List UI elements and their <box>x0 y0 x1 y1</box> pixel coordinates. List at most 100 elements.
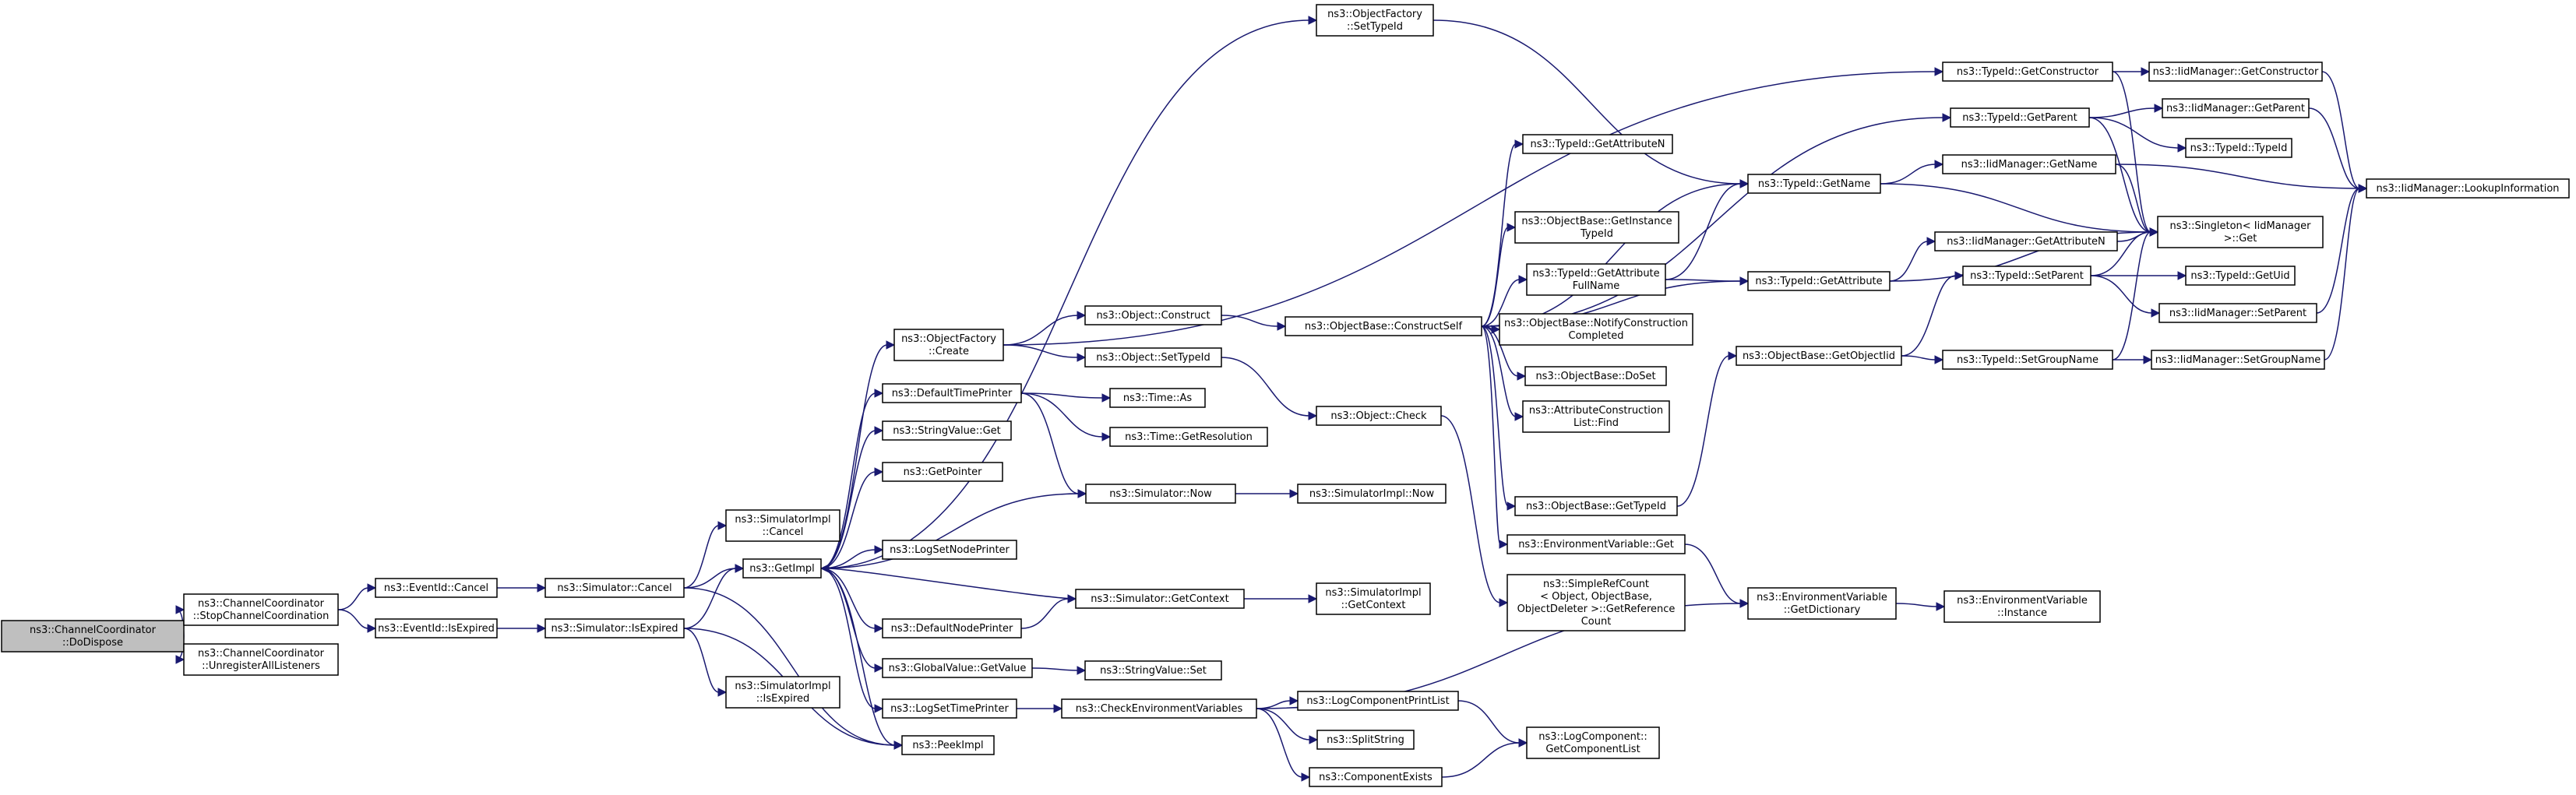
edge-line <box>2308 107 2360 189</box>
function-node[interactable]: ns3::TypeId::SetParent <box>1962 266 2091 286</box>
function-node[interactable]: ns3::Simulator::IsExpired <box>544 618 685 638</box>
edge-line <box>1665 279 1742 282</box>
call-edge <box>1020 392 1112 403</box>
function-node[interactable]: ns3::ChannelCoordinator::UnregisterAllLi… <box>183 643 339 676</box>
function-node[interactable]: ns3::SimulatorImpl::Now <box>1297 484 1447 504</box>
function-node[interactable]: ns3::Time::GetResolution <box>1109 427 1268 447</box>
function-node[interactable]: ns3::EnvironmentVariable::Instance <box>1943 590 2101 623</box>
function-node[interactable]: ns3::TypeId::GetConstructor <box>1942 62 2113 82</box>
function-node[interactable]: ns3::IidManager::GetAttributeN <box>1934 231 2118 252</box>
function-node[interactable]: ns3::LogSetTimePrinter <box>882 698 1017 719</box>
function-node[interactable]: ns3::GlobalValue::GetValue <box>882 658 1033 678</box>
call-edge <box>1020 392 1087 498</box>
function-node[interactable]: ns3::GetImpl <box>742 558 822 579</box>
arrowhead-icon <box>1101 393 1112 403</box>
function-node[interactable]: ns3::IidManager::SetGroupName <box>2151 350 2325 370</box>
function-node[interactable]: ns3::EventId::IsExpired <box>375 618 498 638</box>
node-label-line: ObjectDeleter >::GetReference <box>1517 603 1676 615</box>
function-node[interactable]: ns3::TypeId::GetName <box>1747 174 1881 194</box>
edge-line <box>2088 107 2156 118</box>
function-node[interactable]: ns3::Singleton< IidManager >::Get <box>2157 216 2324 248</box>
function-node[interactable]: ns3::ChannelCoordinator::StopChannelCoor… <box>183 593 339 626</box>
function-node[interactable]: ns3::EventId::Cancel <box>375 578 498 598</box>
function-node[interactable]: ns3::ObjectBase::NotifyConstructionCompl… <box>1499 313 1693 346</box>
function-node[interactable]: ns3::CheckEnvironmentVariables <box>1061 698 1257 719</box>
function-node[interactable]: ns3::PeekImpl <box>901 735 995 755</box>
function-node[interactable]: ns3::SimulatorImpl::Cancel <box>725 509 840 542</box>
call-edge <box>2321 71 2368 193</box>
function-node[interactable]: ns3::IidManager::LookupInformation <box>2366 178 2570 199</box>
node-label-line: ns3::ObjectBase::DoSet <box>1535 371 1655 382</box>
function-node[interactable]: ns3::Simulator::GetContext <box>1075 589 1245 609</box>
function-node[interactable]: ns3::ObjectFactory::Create <box>893 329 1004 361</box>
arrowhead-icon <box>1934 160 1944 169</box>
function-node[interactable]: ns3::SimpleRefCount< Object, ObjectBase,… <box>1506 574 1686 631</box>
call-edge <box>820 389 884 569</box>
function-node[interactable]: ns3::EnvironmentVariable::Get <box>1506 534 1686 554</box>
function-node[interactable]: ns3::TypeId::SetGroupName <box>1942 350 2113 370</box>
node-box <box>1942 62 2113 82</box>
function-node[interactable]: ns3::TypeId::GetAttributeN <box>1522 134 1673 154</box>
function-node[interactable]: ns3::LogComponentPrintList <box>1297 691 1459 711</box>
function-node[interactable]: ns3::SimulatorImpl::IsExpired <box>725 676 840 709</box>
function-node[interactable]: ns3::ObjectBase::GetTypeId <box>1514 496 1678 516</box>
function-node[interactable]: ns3::LogComponent::GetComponentList <box>1526 726 1660 759</box>
node-label-line: ns3::TypeId::GetConstructor <box>1957 66 2099 78</box>
call-edge <box>1256 696 1299 709</box>
function-node[interactable]: ns3::GetPointer <box>882 462 1003 482</box>
function-node[interactable]: ns3::TypeId::GetUid <box>2185 266 2296 286</box>
call-edge <box>2113 67 2151 76</box>
arrowhead-icon <box>367 583 377 593</box>
function-node[interactable]: ns3::ObjectBase::ConstructSelf <box>1284 316 1482 336</box>
node-label-line: ns3::ObjectBase::GetInstance <box>1521 216 1672 227</box>
function-node[interactable]: ns3::Time::As <box>1109 388 1206 408</box>
call-edge <box>1901 355 1944 364</box>
function-node[interactable]: ns3::TypeId::TypeId <box>2185 138 2292 158</box>
function-node[interactable]: ns3::ComponentExists <box>1309 767 1443 787</box>
function-node[interactable]: ns3::DefaultTimePrinter <box>882 383 1022 403</box>
node-box-current <box>1 620 185 653</box>
edge-line <box>683 568 737 629</box>
arrowhead-icon <box>1053 704 1063 713</box>
arrowhead-icon <box>1934 67 1944 76</box>
function-node[interactable]: ns3::IidManager::GetParent <box>2162 98 2310 118</box>
arrowhead-icon <box>1739 276 1750 286</box>
node-box <box>1109 388 1206 408</box>
arrowhead-icon <box>874 545 884 554</box>
arrowhead-icon <box>1518 275 1528 284</box>
function-node[interactable]: ns3::IidManager::SetParent <box>2158 303 2317 323</box>
function-node[interactable]: ns3::SimulatorImpl::GetContext <box>1316 582 1431 615</box>
function-node[interactable]: ns3::IidManager::GetConstructor <box>2148 62 2323 82</box>
arrowhead-icon <box>1077 666 1087 675</box>
function-node[interactable]: ns3::TypeId::GetAttribute <box>1747 271 1891 291</box>
function-node[interactable]: ns3::StringValue::Get <box>882 420 1012 441</box>
function-node[interactable]: ns3::Object::SetTypeId <box>1084 347 1222 368</box>
function-node[interactable]: ns3::Simulator::Cancel <box>544 578 685 598</box>
node-label-line: TypeId <box>1580 228 1613 240</box>
function-node[interactable]: ns3::Simulator::Now <box>1085 484 1236 504</box>
function-node[interactable]: ns3::ObjectBase::GetObjectIid <box>1736 346 1902 366</box>
call-edge <box>683 587 904 750</box>
arrowhead-icon <box>893 740 904 750</box>
function-node[interactable]: ns3::ChannelCoordinator::DoDispose <box>1 620 185 653</box>
function-node[interactable]: ns3::Object::Check <box>1316 406 1442 426</box>
function-node[interactable]: ns3::Object::Construct <box>1084 305 1222 325</box>
call-edge <box>1235 489 1299 498</box>
function-node[interactable]: ns3::StringValue::Set <box>1084 660 1222 681</box>
function-node[interactable]: ns3::ObjectFactory::SetTypeId <box>1316 4 1434 37</box>
function-node[interactable]: ns3::SplitString <box>1316 730 1415 750</box>
edge-line <box>1481 143 1517 327</box>
function-node[interactable]: ns3::LogSetNodePrinter <box>882 540 1017 560</box>
call-edge <box>1481 325 1527 381</box>
function-node[interactable]: ns3::DefaultNodePrinter <box>882 618 1022 638</box>
call-edge <box>497 583 547 593</box>
function-node[interactable]: ns3::IidManager::GetName <box>1942 154 2116 174</box>
call-edge <box>820 568 884 633</box>
node-box <box>183 593 339 626</box>
function-node[interactable]: ns3::EnvironmentVariable::GetDictionary <box>1747 587 1897 620</box>
function-node[interactable]: ns3::TypeId::GetParent <box>1950 107 2090 128</box>
function-node[interactable]: ns3::ObjectBase::DoSet <box>1524 366 1667 386</box>
